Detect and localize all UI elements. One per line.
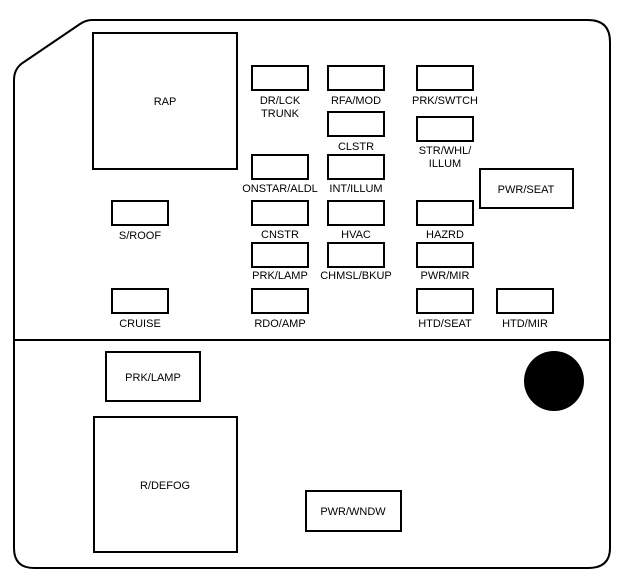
- str-whl-illum-fuse: [416, 116, 474, 142]
- prk-swtch-label: PRK/SWTCH: [412, 95, 478, 107]
- prk-lamp-fuse-label: PRK/LAMP: [252, 270, 308, 282]
- cnstr-fuse: [251, 200, 309, 226]
- s-roof-fuse: [111, 200, 169, 226]
- int-illum-fuse: [327, 154, 385, 180]
- pwr-mir-label: PWR/MIR: [421, 270, 470, 282]
- s-roof-label: S/ROOF: [119, 230, 161, 242]
- rfa-mod-fuse: [327, 65, 385, 91]
- dr-lck-label: DR/LCK: [260, 95, 301, 107]
- hvac-fuse: [327, 200, 385, 226]
- pwr-wndw-breaker: [305, 490, 402, 532]
- trunk-label: TRUNK: [261, 108, 300, 120]
- cruise-label: CRUISE: [119, 318, 161, 330]
- pwr-seat-breaker: [479, 168, 574, 209]
- rfa-mod-label: RFA/MOD: [331, 95, 381, 107]
- rdo-amp-fuse: [251, 288, 309, 314]
- cruise-fuse: [111, 288, 169, 314]
- dr-lck-fuse: [251, 65, 309, 91]
- rap-relay: [92, 32, 238, 170]
- str-whl-label: STR/WHL/: [419, 145, 473, 157]
- htd-mir-label: HTD/MIR: [502, 318, 548, 330]
- int-illum-label: INT/ILLUM: [329, 183, 382, 195]
- rdo-amp-label: RDO/AMP: [254, 318, 305, 330]
- rap-label: RAP: [154, 96, 177, 108]
- cnstr-label: CNSTR: [261, 229, 299, 241]
- prk-lamp-relay: [105, 351, 201, 402]
- prk-swtch-fuse: [416, 65, 474, 91]
- prk-lamp-relay-label: PRK/LAMP: [125, 372, 181, 384]
- clstr-fuse: [327, 111, 385, 137]
- htd-seat-label: HTD/SEAT: [418, 318, 472, 330]
- onstar-aldl-label: ONSTAR/ALDL: [242, 183, 318, 195]
- htd-seat-fuse: [416, 288, 474, 314]
- onstar-aldl-fuse: [251, 154, 309, 180]
- hvac-label: HVAC: [341, 229, 371, 241]
- pwr-seat-label: PWR/SEAT: [498, 184, 555, 196]
- hazrd-fuse: [416, 200, 474, 226]
- pwr-wndw-label: PWR/WNDW: [320, 506, 386, 518]
- mounting-stud: [524, 351, 584, 411]
- illum-label: ILLUM: [429, 158, 461, 170]
- r-defog-relay: [93, 416, 238, 553]
- htd-mir-fuse: [496, 288, 554, 314]
- clstr-label: CLSTR: [338, 141, 374, 153]
- r-defog-label: R/DEFOG: [140, 480, 190, 492]
- pwr-mir-fuse: [416, 242, 474, 268]
- hazrd-label: HAZRD: [426, 229, 464, 241]
- chmsl-bkup-label: CHMSL/BKUP: [320, 270, 392, 282]
- chmsl-bkup-fuse: [327, 242, 385, 268]
- prk-lamp-fuse: [251, 242, 309, 268]
